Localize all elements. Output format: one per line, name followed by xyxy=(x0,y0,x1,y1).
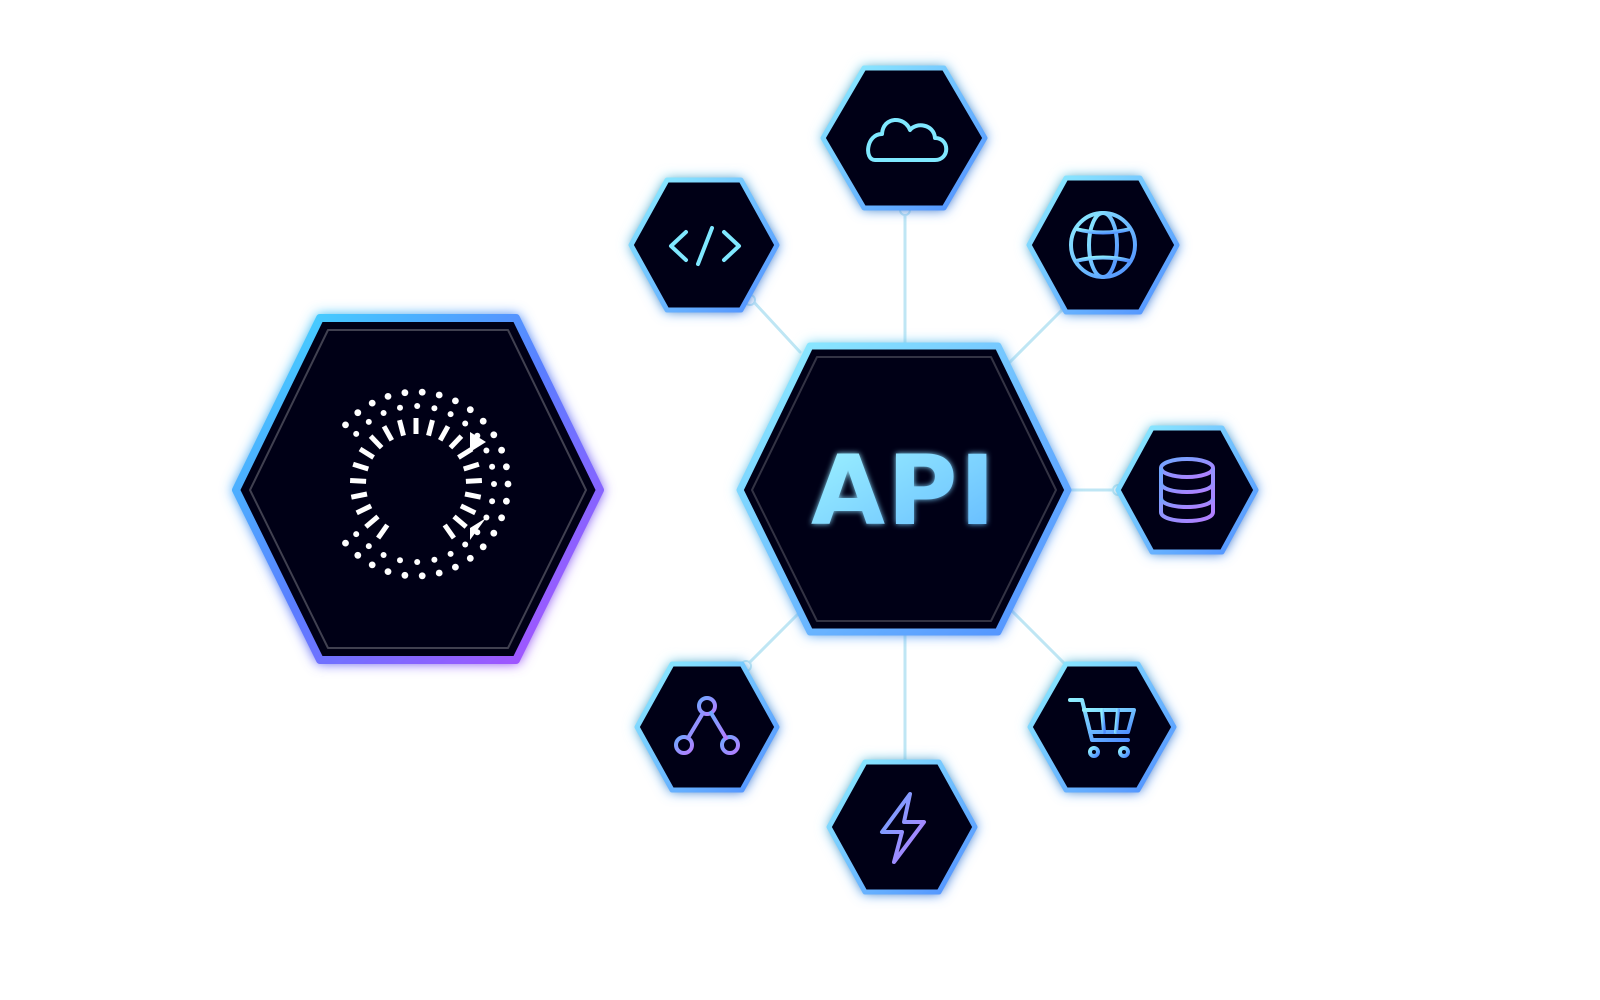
logo-dash xyxy=(452,514,468,529)
logo-dash xyxy=(438,425,451,442)
logo-dash xyxy=(464,491,482,500)
logo-dot xyxy=(418,388,426,396)
logo-dot xyxy=(491,481,497,487)
logo-dot xyxy=(353,531,360,538)
logo-dash xyxy=(459,503,477,516)
logo-dash xyxy=(465,478,483,484)
logo-dot xyxy=(462,541,469,548)
logo-dot xyxy=(380,552,387,558)
logo-dot xyxy=(466,554,474,562)
service-node-code xyxy=(628,177,780,313)
lightning-icon xyxy=(880,792,926,864)
logo-dot xyxy=(503,497,510,505)
logo-dot xyxy=(397,557,403,564)
logo-dash xyxy=(355,503,373,516)
logo-dash xyxy=(350,491,368,500)
logo-dash xyxy=(364,514,380,529)
logo-arrow xyxy=(470,432,486,452)
logo-dot xyxy=(479,417,487,425)
logo-dot xyxy=(342,421,349,429)
logo-dot xyxy=(489,463,496,470)
logo-dash xyxy=(352,461,370,472)
logo-dot xyxy=(354,409,362,417)
logo-dot xyxy=(384,393,392,400)
logo-dot xyxy=(380,410,387,416)
logo-dot xyxy=(401,389,409,397)
logo-dot xyxy=(353,430,360,437)
logo-dot xyxy=(365,418,372,425)
service-node-lightning xyxy=(826,759,978,895)
logo-dash xyxy=(376,523,390,540)
logo-dot xyxy=(368,399,376,407)
connector-code xyxy=(750,298,802,354)
cloud-icon xyxy=(866,118,949,162)
webhook-icon xyxy=(674,696,740,755)
logo-dash xyxy=(358,446,375,460)
logo-dot xyxy=(462,420,469,427)
logo-dot xyxy=(447,550,454,557)
service-node-globe xyxy=(1026,175,1180,315)
logo-dot xyxy=(431,405,438,412)
cart-icon xyxy=(1068,698,1136,758)
logo-dot xyxy=(365,543,372,550)
connector-globe xyxy=(1006,306,1066,366)
logo-dot xyxy=(354,551,362,559)
logo-dot xyxy=(401,571,409,579)
logo-dot xyxy=(414,403,421,409)
logo-dot xyxy=(490,431,498,439)
logo-dot xyxy=(397,404,403,411)
logo-dot xyxy=(368,561,376,569)
service-node-database xyxy=(1115,425,1259,555)
logo-dot xyxy=(498,514,505,522)
logo-dash xyxy=(349,478,367,484)
logo-dash xyxy=(397,419,406,437)
logo-dot xyxy=(503,463,510,471)
service-node-webhook xyxy=(634,661,780,793)
connector-webhook xyxy=(746,610,802,666)
c-dotted-logo-icon xyxy=(342,388,512,580)
code-icon xyxy=(669,226,741,266)
logo-dot xyxy=(414,559,421,565)
globe-icon xyxy=(1069,211,1137,279)
service-node-cart xyxy=(1027,661,1177,793)
logo-dash xyxy=(426,419,435,437)
logo-dot xyxy=(384,568,392,575)
logo-dot xyxy=(435,391,443,399)
logo-dash xyxy=(368,434,384,450)
database-icon xyxy=(1159,457,1215,523)
logo-dash xyxy=(442,523,456,540)
logo-dash xyxy=(381,425,394,442)
logo-dash xyxy=(448,434,464,450)
service-node-cloud xyxy=(820,65,988,211)
logo-dash xyxy=(457,446,474,460)
logo-dot xyxy=(490,529,498,537)
brand-to-api-link xyxy=(598,461,742,522)
brand-logo-node xyxy=(232,314,604,664)
logo-dot xyxy=(342,539,349,547)
logo-arrow xyxy=(470,518,486,540)
logo-dot xyxy=(418,572,426,580)
connector-cart xyxy=(1008,607,1070,669)
logo-dot xyxy=(479,543,487,551)
logo-dot xyxy=(504,480,512,488)
logo-dot xyxy=(447,411,454,418)
logo-dot xyxy=(466,406,474,414)
logo-dot xyxy=(431,556,438,563)
logo-dot xyxy=(489,498,496,505)
logo-dash xyxy=(462,461,480,472)
api-hub-label: API xyxy=(811,435,997,547)
logo-dot xyxy=(483,447,490,454)
logo-dot xyxy=(498,446,505,454)
logo-dot xyxy=(452,397,459,405)
logo-dot xyxy=(452,563,459,571)
logo-dot xyxy=(435,569,443,577)
api-hub-node: API xyxy=(736,342,1072,636)
